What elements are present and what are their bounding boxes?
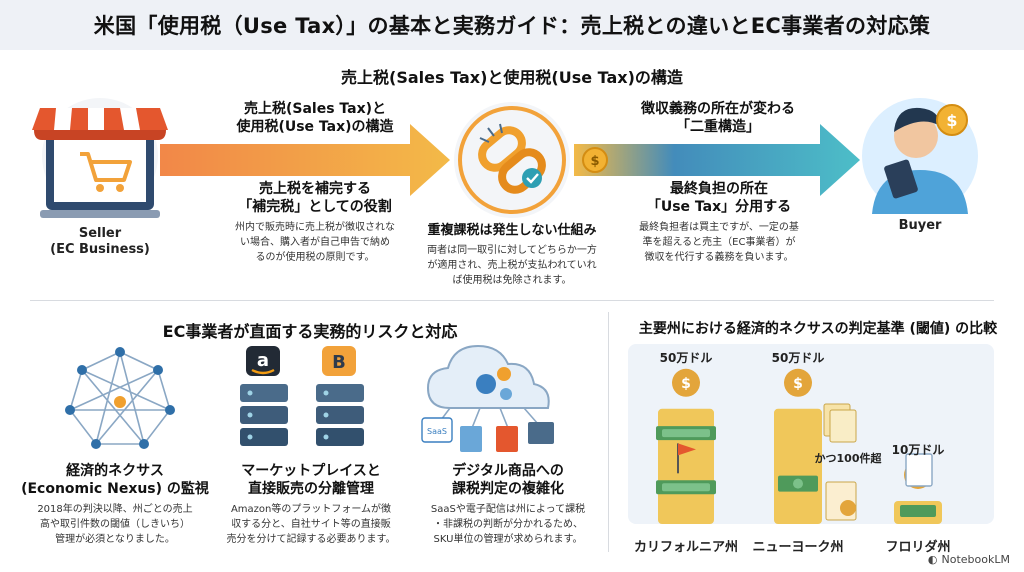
arrow2-caption-line2: 「二重構造」 <box>676 119 760 135</box>
seller-label: Seller (EC Business) <box>40 226 160 258</box>
buyer-icon: $ <box>862 98 978 214</box>
complement-desc-line2: い場合、購入者が自己申告で納め <box>240 237 390 248</box>
risk-marketplace-desc: Amazon等のプラットフォームが徴 収する分と、自社サイト等の直接販 売分を分… <box>212 502 410 547</box>
risk-digital: デジタル商品への 課税判定の複雑化 SaaSや電子配信は州によって課税 ・非課税… <box>410 462 606 547</box>
arrow-center-to-buyer <box>574 124 860 196</box>
burden-desc-line1: 最終負担者は買主ですが、一定の基 <box>639 222 799 233</box>
buyer-label: Buyer <box>898 218 942 233</box>
notebooklm-icon: ◐ <box>927 553 938 566</box>
no-double-tax-line2: が適用され、売上税が支払われていれ <box>427 260 597 271</box>
complement-tax-block: 売上税を補完する 「補完税」としての役割 州内で販売時に売上税が徴収されな い場… <box>200 180 430 265</box>
value-label-california: 50万ドル <box>659 350 713 365</box>
chart-title: 主要州における経済的ネクサスの判定基準 (閾値) の比較 <box>638 321 998 337</box>
value-label-newyork: 50万ドル <box>771 350 825 365</box>
seller-label-main: Seller <box>78 226 122 241</box>
money-bag-icon-0 <box>672 368 700 397</box>
title-bar: 米国「使用税（Use Tax）」の基本と実務ガイド：売上税との違いとEC事業者の… <box>0 0 1024 50</box>
risk-marketplace-title2: 直接販売の分離管理 <box>248 481 374 497</box>
money-bill-dot-1 <box>793 478 803 489</box>
risk-digital-title2: 課税判定の複雑化 <box>452 481 564 497</box>
money-stack-band-0-0 <box>662 429 710 438</box>
risk-nexus-desc3: 管理が必須となりました。 <box>55 534 175 545</box>
florida-document-icon <box>905 453 933 487</box>
burden-desc-line3: 徴収を代行する義務を負います。 <box>644 252 794 263</box>
burden-desc-line2: 準を超えると売主（EC事業者）が <box>642 237 796 248</box>
column-divider <box>608 312 609 552</box>
structure-heading: 売上税(Sales Tax)と使用税(Use Tax)の構造 <box>341 68 683 87</box>
category-label-california: カリフォルニア州 <box>633 540 738 555</box>
money-bag-icon-1 <box>784 368 812 397</box>
money-bill-2 <box>900 504 936 517</box>
annotation-100-transactions: かつ100件超 <box>814 452 882 465</box>
nexus-threshold-chart: $$$ <box>656 368 942 524</box>
risk-marketplace-desc3: 売分を分けて記録する必要あります。 <box>226 534 396 545</box>
burden-title-line1: 最終負担の所在 <box>670 181 768 197</box>
burden-block: 最終負担の所在 「Use Tax」分用する 最終負担者は買主ですが、一定の基 準… <box>606 180 832 265</box>
complement-desc-line1: 州内で販売時に売上税が徴収されな <box>235 222 395 233</box>
svg-text:$: $ <box>590 154 599 169</box>
amazon-glyph: a <box>257 350 269 371</box>
risk-digital-desc2: ・非課税の判断が分かれるため、 <box>433 519 583 530</box>
arrow1-caption: 売上税(Sales Tax)と 使用税(Use Tax)の構造 <box>200 100 430 136</box>
risk-marketplace-desc2: 収する分と、自社サイト等の直接販 <box>231 519 391 530</box>
burden-title-line2: 「Use Tax」分用する <box>646 199 792 215</box>
complement-title-line2: 「補完税」としての役割 <box>238 199 392 215</box>
risk-digital-title1: デジタル商品への <box>452 463 564 479</box>
arrow-seller-to-center <box>160 124 450 196</box>
risks-heading: EC事業者が直面する実務的リスクと対応 <box>162 322 458 341</box>
page-title: 米国「使用税（Use Tax）」の基本と実務ガイド：売上税との違いとEC事業者の… <box>93 14 931 38</box>
no-double-tax-line3: ば使用税は免除されます。 <box>452 275 572 286</box>
risk-marketplace-title1: マーケットプレイスと <box>241 463 381 479</box>
arrow2-caption-line1: 徴収義務の所在が変わる <box>641 101 795 117</box>
complement-desc: 州内で販売時に売上税が徴収されな い場合、購入者が自己申告で納め るのが使用税の… <box>200 220 430 265</box>
money-bag-symbol-0: $ <box>681 376 691 392</box>
b-glyph: B <box>332 352 346 373</box>
risk-marketplace: マーケットプレイスと 直接販売の分離管理 Amazon等のプラットフォームが徴 … <box>212 462 410 547</box>
risk-digital-desc1: SaaSや電子配信は州によって課税 <box>430 504 586 515</box>
risk-marketplace-desc1: Amazon等のプラットフォームが徴 <box>230 504 392 515</box>
digital-cloud-icon: SaaS <box>421 344 554 452</box>
complement-title-line1: 売上税を補完する <box>259 181 371 197</box>
risk-nexus-desc2: 高や取引件数の閾値（しきいち） <box>40 519 190 530</box>
risk-icons: a B SaaS <box>65 344 554 452</box>
network-nexus-icon <box>65 347 175 449</box>
category-label-florida: フロリダ州 <box>885 540 951 555</box>
receipt-coin-icon <box>840 500 856 516</box>
svg-text:$: $ <box>946 111 957 130</box>
arrow1-caption-line2: 使用税(Use Tax)の構造 <box>236 119 394 135</box>
complement-desc-line3: るのが使用税の原則です。 <box>255 252 375 263</box>
arrow1-caption-line1: 売上税(Sales Tax)と <box>243 101 387 117</box>
structure-diagram: $ $ <box>32 98 978 218</box>
risk-nexus: 経済的ネクサス (Economic Nexus) の監視 2018年の判決以降、… <box>20 462 210 547</box>
value-label-florida: 10万ドル <box>891 442 945 457</box>
seller-label-sub: (EC Business) <box>50 242 150 257</box>
risk-nexus-desc1: 2018年の判決以降、州ごとの売上 <box>37 504 193 515</box>
risk-digital-desc: SaaSや電子配信は州によって課税 ・非課税の判断が分かれるため、 SKU単位の… <box>410 502 606 547</box>
category-label-newyork: ニューヨーク州 <box>752 540 844 555</box>
flag-icon-0 <box>678 443 696 456</box>
risk-digital-desc3: SKU単位の管理が求められます。 <box>433 534 583 545</box>
no-double-tax-block: 重複課税は発生しない仕組み 両者は同一取引に対してどちらか一方 が適用され、売上… <box>405 222 619 288</box>
bar-0 <box>658 408 714 524</box>
coin-icon: $ <box>582 147 608 173</box>
risk-nexus-title2: (Economic Nexus) の監視 <box>21 481 209 497</box>
no-double-tax-line1: 両者は同一取引に対してどちらか一方 <box>427 245 597 256</box>
section-divider <box>30 300 994 301</box>
no-double-tax-desc: 両者は同一取引に対してどちらか一方 が適用され、売上税が支払われていれ ば使用税… <box>405 243 619 288</box>
money-bag-symbol-1: $ <box>793 376 803 392</box>
money-stack-band-0-1 <box>662 483 710 492</box>
marketplace-servers-icon: a B <box>240 346 364 446</box>
risk-nexus-title1: 経済的ネクサス <box>66 463 164 479</box>
burden-desc: 最終負担者は買主ですが、一定の基 準を超えると売主（EC事業者）が 徴収を代行す… <box>606 220 832 265</box>
no-double-tax-title: 重複課税は発生しない仕組み <box>427 223 597 238</box>
risk-nexus-desc: 2018年の判決以降、州ごとの売上 高や取引件数の閾値（しきいち） 管理が必須と… <box>20 502 210 547</box>
seller-icon <box>32 98 168 218</box>
chain-link-icon <box>454 102 570 218</box>
bar-1 <box>774 408 822 524</box>
footer-brand: ◐ NotebookLM <box>928 553 1010 566</box>
saas-label: SaaS <box>427 427 447 436</box>
document-icon-b <box>829 409 857 443</box>
arrow2-caption: 徴収義務の所在が変わる 「二重構造」 <box>608 100 828 136</box>
footer-brand-text: NotebookLM <box>941 553 1010 566</box>
